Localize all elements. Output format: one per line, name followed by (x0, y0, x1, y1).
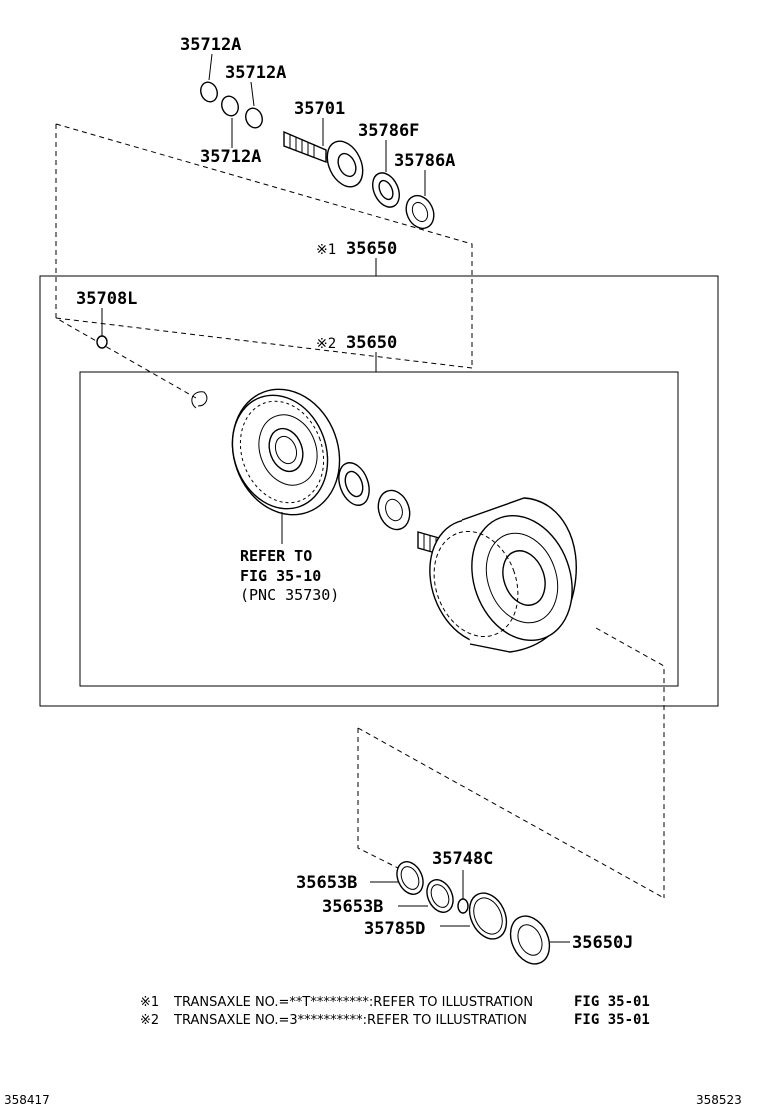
bearing-mid[interactable] (333, 459, 374, 510)
ring-35653b-left[interactable] (392, 858, 428, 899)
washer-mid[interactable] (373, 486, 415, 534)
svg-text:TRANSAXLE NO.=3**********:REFE: TRANSAXLE NO.=3**********:REFER TO ILLUS… (173, 1013, 527, 1028)
ring-35712a-right[interactable] (243, 106, 265, 130)
snap-ring-clip[interactable] (191, 391, 208, 409)
ring-35653b-right[interactable] (422, 876, 458, 917)
bearing-35786f[interactable] (368, 140, 405, 211)
ring-35712a-top[interactable] (198, 80, 220, 104)
outer-assembly-box (39, 275, 719, 707)
label-35653b-1[interactable]: 35653B (296, 873, 357, 893)
label-35785d[interactable]: 35785D (364, 919, 425, 939)
inner-assembly-box (79, 371, 679, 687)
svg-text:※1: ※1 (140, 995, 159, 1010)
label-35708l[interactable]: 35708L (76, 289, 137, 309)
svg-text:※2: ※2 (140, 1013, 159, 1028)
label-35712a-2[interactable]: 35712A (225, 63, 286, 83)
label-35650-inner[interactable]: 35650 (346, 333, 397, 353)
washer-35786a[interactable] (401, 170, 439, 233)
bearing-35785d[interactable] (462, 887, 513, 945)
footer-left-id: 358417 (4, 1093, 50, 1107)
label-35653b-2[interactable]: 35653B (322, 897, 383, 917)
note-1: ※1 TRANSAXLE NO.=**T*********:REFER TO I… (140, 994, 650, 1010)
svg-text:TRANSAXLE NO.=**T*********:REF: TRANSAXLE NO.=**T*********:REFER TO ILLU… (173, 995, 533, 1010)
label-35786f[interactable]: 35786F (358, 121, 419, 141)
dashed-guides (55, 123, 665, 899)
snap-ring-35708l[interactable] (96, 308, 108, 349)
shaft-35701[interactable] (283, 118, 370, 193)
label-35786a[interactable]: 35786A (394, 151, 455, 171)
footer-right-id: 358523 (696, 1093, 742, 1107)
planetary-gear-assembly[interactable] (215, 374, 357, 544)
ring-35712a-mid[interactable] (219, 94, 241, 118)
label-35650-outer-mark: ※1 (316, 242, 336, 258)
ring-35748c[interactable] (457, 870, 469, 914)
label-35701[interactable]: 35701 (294, 99, 345, 119)
label-35712a-1[interactable]: 35712A (180, 35, 241, 55)
svg-text:FIG 35-01: FIG 35-01 (574, 1012, 650, 1028)
refer-to-line3: (PNC 35730) (240, 586, 339, 604)
label-35748c[interactable]: 35748C (432, 849, 493, 869)
label-35650-outer[interactable]: 35650 (346, 239, 397, 259)
svg-text:FIG 35-01: FIG 35-01 (574, 994, 650, 1010)
note-2: ※2 TRANSAXLE NO.=3**********:REFER TO IL… (140, 1012, 650, 1028)
label-35650j[interactable]: 35650J (572, 933, 633, 953)
clutch-drum-assembly[interactable] (413, 497, 589, 659)
refer-to-line1: REFER TO (240, 547, 312, 565)
refer-to-line2[interactable]: FIG 35-10 (240, 567, 321, 585)
label-35712a-3[interactable]: 35712A (200, 147, 261, 167)
washer-35650j[interactable] (503, 910, 557, 971)
label-35650-inner-mark: ※2 (316, 336, 336, 352)
